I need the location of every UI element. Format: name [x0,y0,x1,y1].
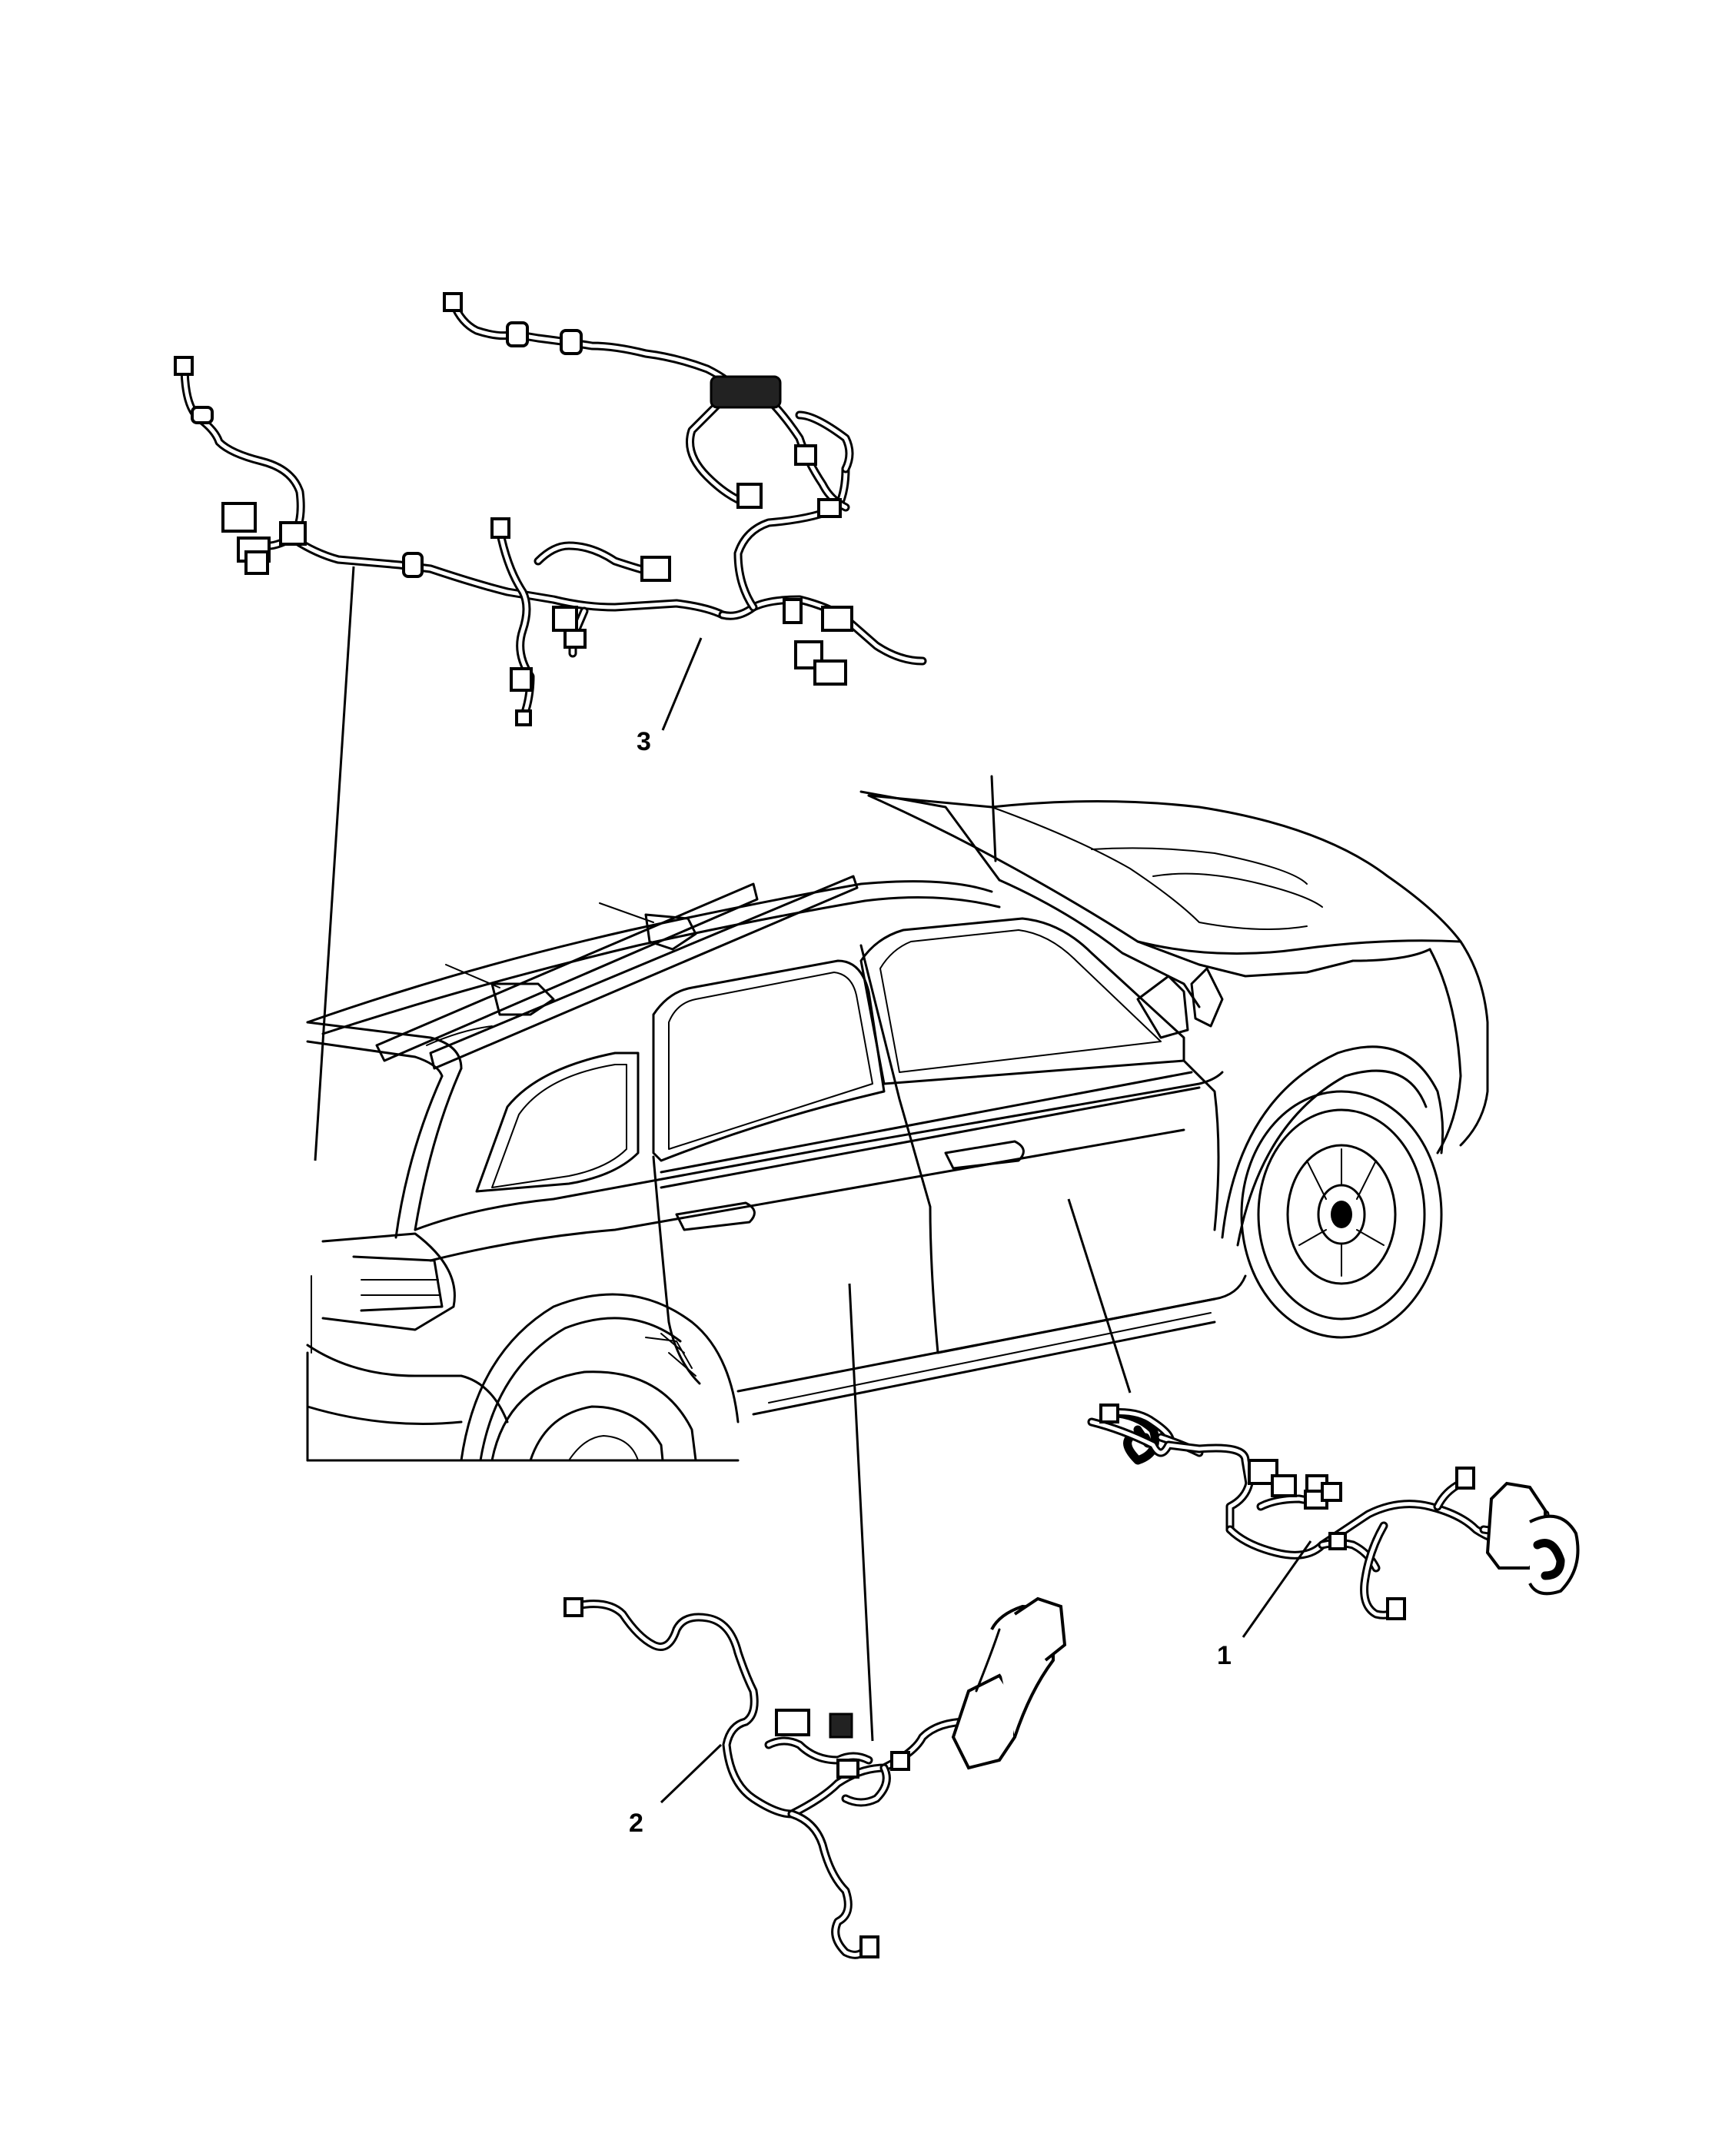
leader-lines [314,566,1312,1804]
harness-2 [563,1596,1067,1959]
leader-3-harness [314,566,355,1161]
callout-label-2: 2 [629,1809,643,1838]
leader-1-harness [1067,1198,1132,1394]
harness-1 [1087,1404,1580,1620]
harness-3 [174,292,927,726]
callout-label-3: 3 [637,727,651,756]
leader-3-callout [661,637,703,731]
leader-2-harness [848,1283,874,1742]
vehicle-body [306,775,1489,1462]
leader-1-callout [1242,1540,1312,1638]
leader-2-callout [660,1743,723,1804]
callout-label-1: 1 [1217,1641,1232,1670]
